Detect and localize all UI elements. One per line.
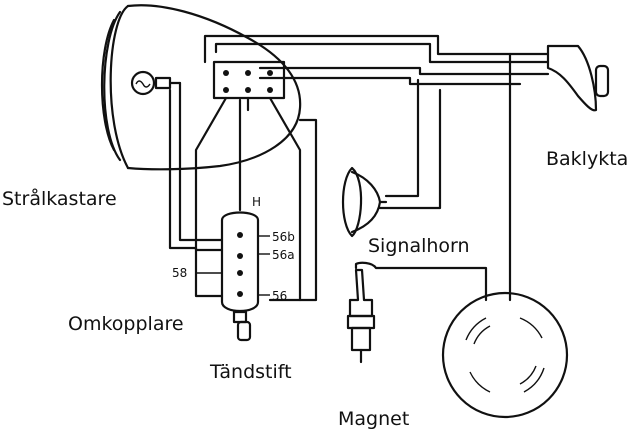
terminal-h-label: H: [252, 195, 261, 209]
switch-label: Omkopplare: [68, 313, 184, 335]
terminal-56a-label: 56a: [272, 248, 295, 262]
headlamp: [100, 4, 302, 171]
headlamp-label: Strålkastare: [2, 187, 117, 210]
spark-plug-label: Tändstift: [209, 361, 292, 383]
switch: [196, 98, 270, 342]
terminal-58-label: 58: [172, 266, 187, 280]
horn: [342, 166, 388, 238]
terminal-56b-label: 56b: [272, 230, 295, 244]
magneto-label: Magnet: [338, 408, 409, 430]
bulb-icon: [130, 70, 156, 96]
tail-lamp: [546, 44, 610, 112]
terminal-56-label: 56: [272, 289, 287, 303]
spark-plug: [346, 268, 376, 364]
tail-lamp-label: Baklykta: [546, 148, 628, 170]
horn-label: Signalhorn: [368, 235, 470, 257]
magneto: [441, 291, 569, 419]
wires: [168, 34, 550, 302]
